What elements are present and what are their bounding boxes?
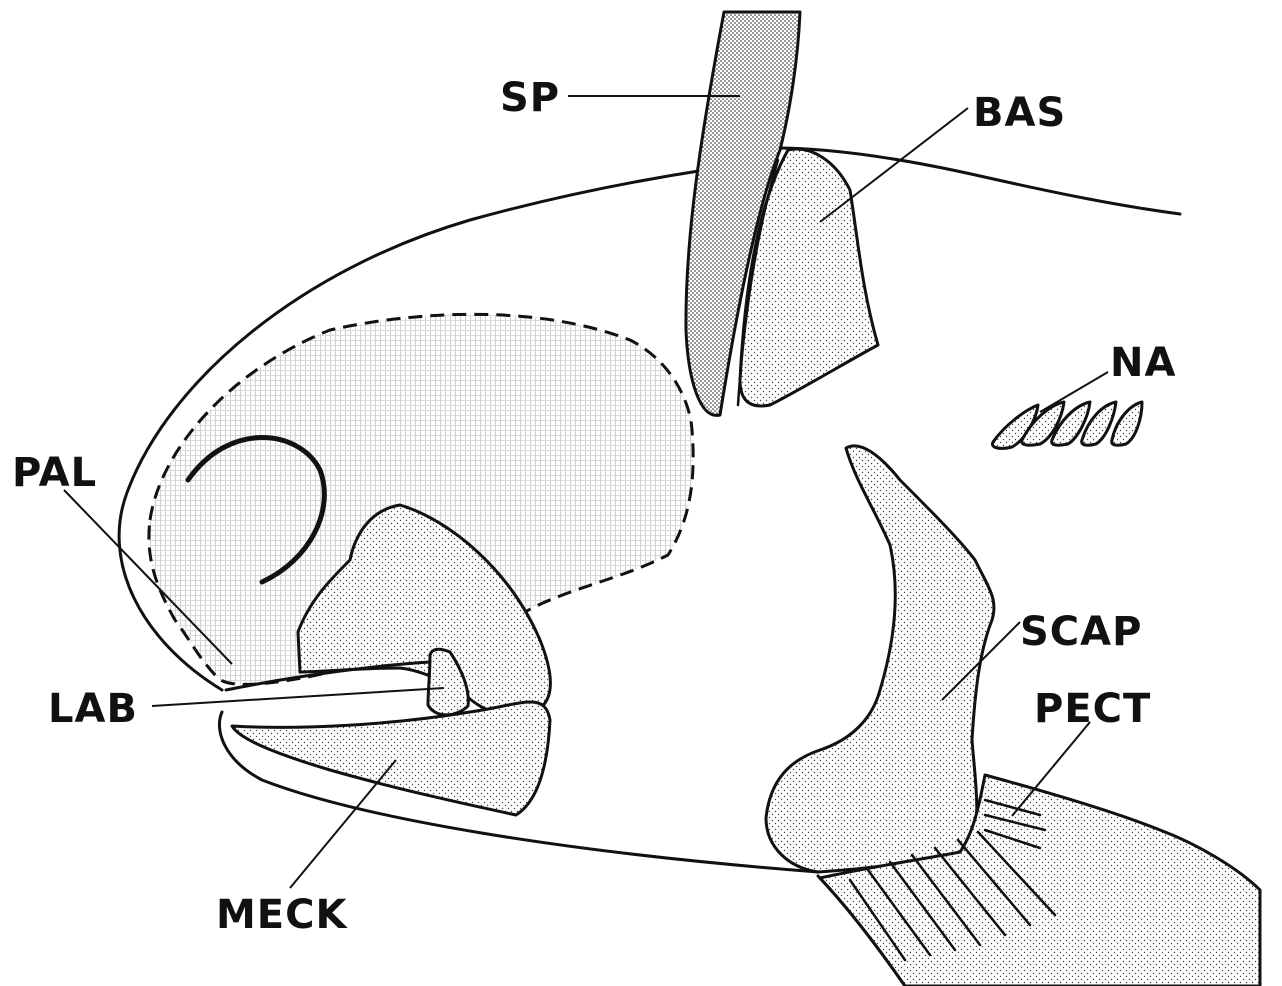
label-pal: PAL	[12, 450, 97, 496]
label-bas: BAS	[973, 90, 1066, 136]
label-sp: SP	[500, 75, 560, 121]
meckels-cartilage	[232, 702, 550, 815]
label-na: NA	[1110, 340, 1176, 386]
scapulocoracoid	[766, 446, 994, 872]
label-lab: LAB	[48, 686, 138, 732]
label-pect: PECT	[1034, 686, 1151, 732]
leader-na	[1040, 372, 1108, 412]
label-meck: MECK	[216, 892, 348, 938]
leader-meck	[290, 760, 396, 888]
label-scap: SCAP	[1020, 609, 1142, 655]
leader-lab	[152, 688, 444, 706]
leader-bas	[820, 108, 968, 222]
neural-arches	[992, 402, 1142, 448]
